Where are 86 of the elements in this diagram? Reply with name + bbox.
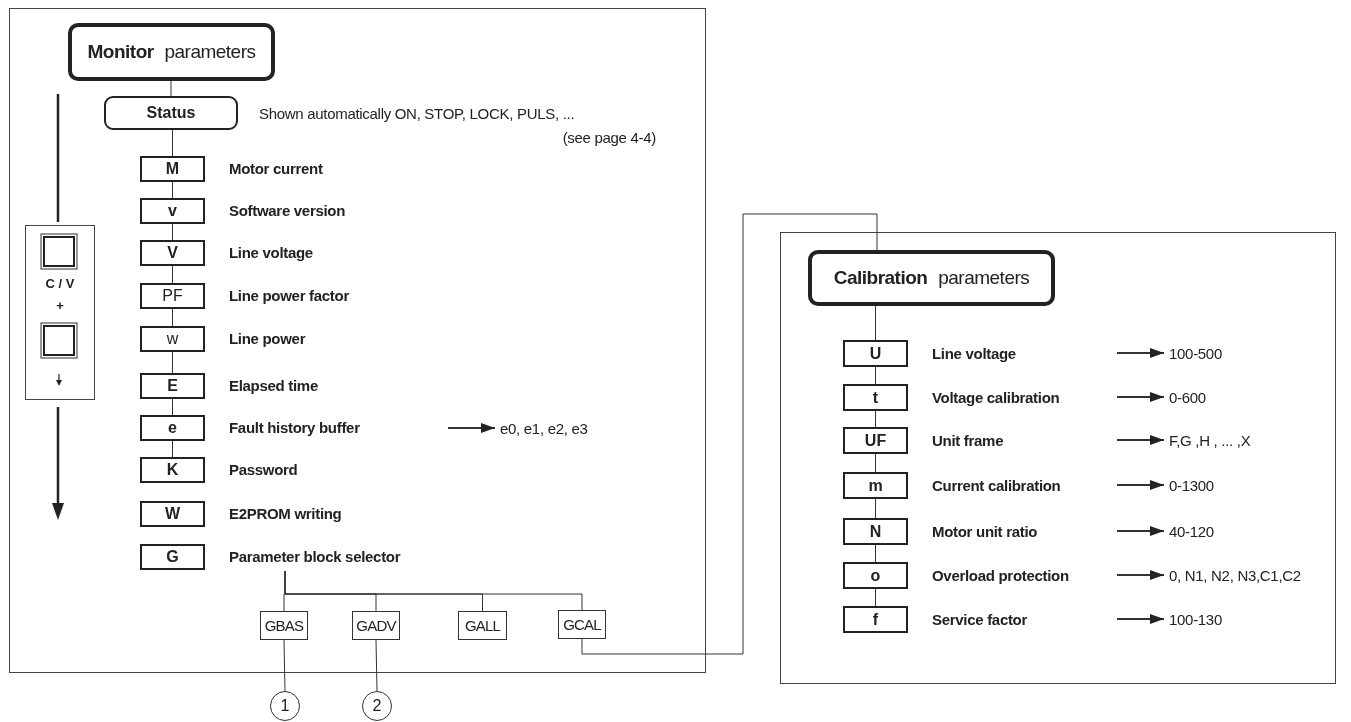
key-panel bbox=[25, 225, 95, 400]
connector-line bbox=[172, 265, 173, 284]
section-title-box: Monitor parameters bbox=[68, 23, 275, 81]
arrow bbox=[1116, 435, 1165, 445]
parameter-description: E2PROM writing bbox=[229, 504, 342, 524]
connector-line bbox=[875, 305, 876, 341]
parameter-description: Service factor bbox=[932, 609, 1028, 630]
connector-line bbox=[170, 80, 172, 97]
parameter-description: Parameter block selector bbox=[229, 547, 401, 567]
parameter-code-box: G bbox=[140, 544, 205, 570]
block-code-box: GCAL bbox=[558, 610, 606, 639]
parameter-description: Motor current bbox=[229, 159, 323, 179]
arrow bbox=[1116, 614, 1165, 624]
parameter-description: Line voltage bbox=[229, 243, 313, 263]
connector-line bbox=[375, 639, 378, 692]
connector-line bbox=[875, 453, 876, 473]
parameter-code-box: v bbox=[140, 198, 205, 224]
status-note: (see page 4-4) bbox=[562, 128, 656, 148]
arrow bbox=[1116, 526, 1165, 536]
connector-line bbox=[875, 366, 876, 385]
connector-line bbox=[581, 213, 878, 655]
parameter-code-box: m bbox=[843, 472, 908, 499]
connector-line bbox=[172, 398, 173, 416]
connector-line bbox=[172, 129, 173, 157]
parameter-code-box: o bbox=[843, 562, 908, 589]
value-range: 100-500 bbox=[1169, 342, 1334, 364]
arrow bbox=[1116, 348, 1165, 358]
connector-line bbox=[172, 223, 173, 241]
parameter-code-box: V bbox=[140, 240, 205, 266]
parameter-code-box: E bbox=[140, 373, 205, 399]
parameter-code-box: PF bbox=[140, 283, 205, 309]
block-code-box: GALL bbox=[458, 611, 507, 640]
status-note: Shown automatically ON, STOP, LOCK, PULS, ... bbox=[259, 104, 575, 124]
parameter-code-box: e bbox=[140, 415, 205, 441]
parameter-description: Line power factor bbox=[229, 286, 349, 306]
parameter-code-box: f bbox=[843, 606, 908, 633]
arrow bbox=[1116, 392, 1165, 402]
parameter-code-box: M bbox=[140, 156, 205, 182]
parameter-code-box: w bbox=[140, 326, 205, 352]
key-label: C / V bbox=[44, 276, 76, 291]
connector-line bbox=[172, 351, 173, 374]
parameter-description: Software version bbox=[229, 201, 346, 221]
value-range: e0, e1, e2, e3 bbox=[500, 417, 630, 439]
arrow bbox=[1116, 570, 1165, 580]
block-code-box: GADV bbox=[352, 611, 400, 640]
panel-frame bbox=[780, 232, 1336, 684]
parameter-code-box: UF bbox=[843, 427, 908, 454]
connector-line bbox=[875, 410, 876, 428]
parameter-description: Line voltage bbox=[932, 343, 1016, 364]
parameter-code-box: U bbox=[843, 340, 908, 367]
arrow bbox=[1116, 480, 1165, 490]
parameter-description: Unit frame bbox=[932, 430, 1004, 451]
connector-line bbox=[284, 570, 583, 611]
status-box: Status bbox=[104, 96, 238, 130]
section-title-box: Calibration parameters bbox=[808, 250, 1055, 306]
callout-number: 2 bbox=[362, 691, 392, 721]
parameter-description: Elapsed time bbox=[229, 376, 318, 396]
connector-line bbox=[875, 544, 876, 563]
parameter-code-box: K bbox=[140, 457, 205, 483]
connector-line bbox=[875, 588, 876, 607]
connector-line bbox=[875, 498, 876, 519]
parameter-description: Fault history buffer bbox=[229, 418, 360, 438]
parameter-description: Overload protection bbox=[932, 565, 1069, 586]
parameter-code-box: t bbox=[843, 384, 908, 411]
parameter-code-box: N bbox=[843, 518, 908, 545]
parameter-description: Motor unit ratio bbox=[932, 521, 1038, 542]
connector-line bbox=[172, 308, 173, 327]
value-range: 0-1300 bbox=[1169, 474, 1334, 496]
key-label: + bbox=[55, 298, 65, 313]
parameter-code-box: W bbox=[140, 501, 205, 527]
value-range: 40-120 bbox=[1169, 520, 1334, 542]
parameter-description: Voltage calibration bbox=[932, 387, 1060, 408]
arrow bbox=[447, 423, 496, 433]
connector-line bbox=[283, 639, 286, 692]
parameter-description: Line power bbox=[229, 329, 306, 349]
connector-line bbox=[172, 440, 173, 458]
value-range: 100-130 bbox=[1169, 608, 1334, 630]
parameter-description: Password bbox=[229, 460, 298, 480]
parameter-description: Current calibration bbox=[932, 475, 1061, 496]
connector-line bbox=[172, 181, 173, 199]
panel-frame bbox=[9, 8, 706, 673]
value-range: 0, N1, N2, N3,C1,C2 bbox=[1169, 564, 1334, 586]
block-code-box: GBAS bbox=[260, 611, 308, 640]
value-range: 0-600 bbox=[1169, 386, 1334, 408]
value-range: F,G ,H , ... ,X bbox=[1169, 429, 1334, 451]
callout-number: 1 bbox=[270, 691, 300, 721]
